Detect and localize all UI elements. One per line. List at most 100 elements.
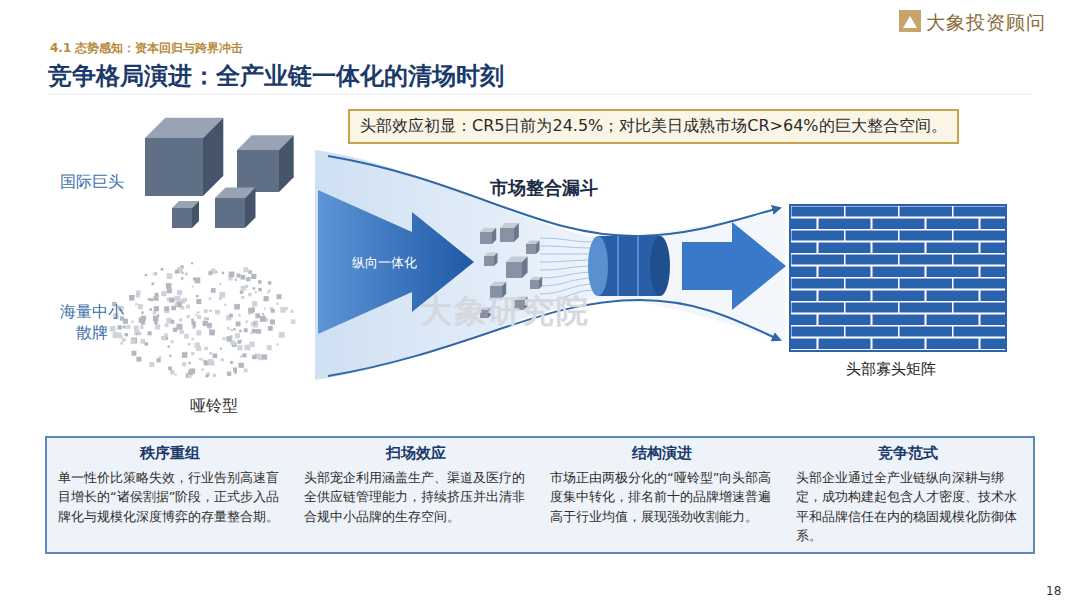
- dot: [291, 319, 296, 324]
- dot: [171, 320, 175, 324]
- page-number: 18: [1046, 584, 1061, 598]
- dot: [195, 342, 200, 347]
- funnel-title: 市场整合漏斗: [486, 176, 602, 200]
- dot: [267, 345, 272, 350]
- dot: [250, 307, 255, 312]
- cube: [494, 253, 498, 267]
- dot: [162, 336, 166, 340]
- dot: [224, 304, 226, 306]
- result-label: 头部寡头矩阵: [846, 360, 936, 379]
- dot: [191, 338, 194, 341]
- card-body: 头部企业通过全产业链纵向深耕与绑定，成功构建起包含人才密度、技术水平和品牌信任在…: [796, 468, 1020, 546]
- dot: [264, 308, 266, 310]
- dot: [148, 298, 150, 300]
- dot: [125, 333, 128, 336]
- dot: [243, 267, 248, 272]
- dot: [237, 274, 241, 278]
- dot: [152, 282, 155, 285]
- dot: [222, 272, 224, 274]
- dot-cloud: [110, 262, 296, 378]
- dot: [161, 268, 164, 271]
- callout-box: 头部效应初显：CR5日前为24.5%；对比美日成熟市场CR>64%的巨大整合空间…: [348, 109, 959, 144]
- dot: [155, 293, 159, 297]
- cube: [522, 256, 528, 278]
- dot: [195, 314, 197, 316]
- cube: [192, 201, 199, 228]
- dot: [148, 331, 152, 335]
- dot: [208, 271, 212, 275]
- dot: [175, 374, 177, 376]
- card-body: 市场正由两极分化的“哑铃型”向头部高度集中转化，排名前十的品牌增速普遍高于行业均…: [550, 468, 774, 527]
- dot: [154, 321, 158, 325]
- dot: [188, 362, 191, 365]
- dot: [279, 332, 285, 338]
- dot: [171, 306, 176, 311]
- dot: [141, 311, 144, 314]
- dot: [131, 321, 134, 324]
- dot: [140, 325, 144, 329]
- card-heading: 结构演进: [550, 444, 774, 464]
- dot: [210, 310, 212, 312]
- dot: [222, 337, 225, 340]
- logo-icon: [903, 16, 917, 28]
- cube: [500, 228, 514, 242]
- dot: [145, 274, 147, 276]
- dot: [188, 343, 190, 345]
- cube-group: [145, 118, 542, 318]
- dot: [155, 324, 160, 329]
- dot: [255, 313, 260, 318]
- dot: [174, 296, 180, 302]
- cube: [203, 118, 223, 196]
- shape-label: 哑铃型: [190, 396, 238, 417]
- cube: [492, 228, 496, 244]
- cube: [484, 256, 494, 266]
- brick-wall: [790, 205, 1006, 351]
- dot: [182, 352, 188, 358]
- dot: [169, 298, 174, 303]
- cube: [145, 138, 203, 196]
- dot: [258, 288, 261, 291]
- dot: [248, 293, 252, 297]
- card-body: 头部宠企利用涵盖生产、渠道及医疗的全供应链管理能力，持续挤压并出清非合规中小品牌…: [304, 468, 528, 527]
- dot: [277, 294, 282, 299]
- dot: [149, 362, 154, 367]
- dot: [153, 316, 159, 322]
- fan-line: [540, 260, 596, 262]
- dot: [264, 296, 269, 301]
- dot: [276, 343, 278, 345]
- dot: [227, 372, 231, 376]
- dot: [126, 325, 130, 329]
- dot: [196, 295, 199, 298]
- cube: [245, 188, 256, 229]
- watermark: 大象研究院: [420, 290, 590, 334]
- dot: [285, 307, 288, 310]
- dot: [271, 309, 275, 313]
- dot: [268, 326, 273, 331]
- dot: [209, 330, 215, 336]
- dot: [252, 301, 257, 306]
- dot: [256, 329, 261, 334]
- cube: [279, 135, 294, 192]
- cube: [480, 232, 492, 244]
- dot: [123, 326, 126, 329]
- card-body: 单一性价比策略失效，行业告别高速盲目增长的“诸侯割据”阶段，正式步入品牌化与规模…: [58, 468, 282, 527]
- dot: [237, 345, 242, 350]
- dot: [255, 291, 257, 293]
- dot: [179, 319, 182, 322]
- dot: [177, 324, 183, 330]
- dot: [132, 351, 137, 356]
- fan-line: [540, 254, 596, 255]
- dot: [248, 270, 252, 274]
- dot: [201, 358, 203, 360]
- dot: [159, 356, 161, 358]
- dot: [165, 323, 169, 327]
- dot: [202, 368, 204, 370]
- dot: [145, 342, 149, 346]
- cube: [514, 223, 519, 242]
- dot: [166, 283, 172, 289]
- card-heading: 扫场效应: [304, 444, 528, 464]
- fan-line: [540, 246, 596, 248]
- dot: [185, 273, 188, 276]
- dot: [229, 314, 233, 318]
- dot: [157, 358, 161, 362]
